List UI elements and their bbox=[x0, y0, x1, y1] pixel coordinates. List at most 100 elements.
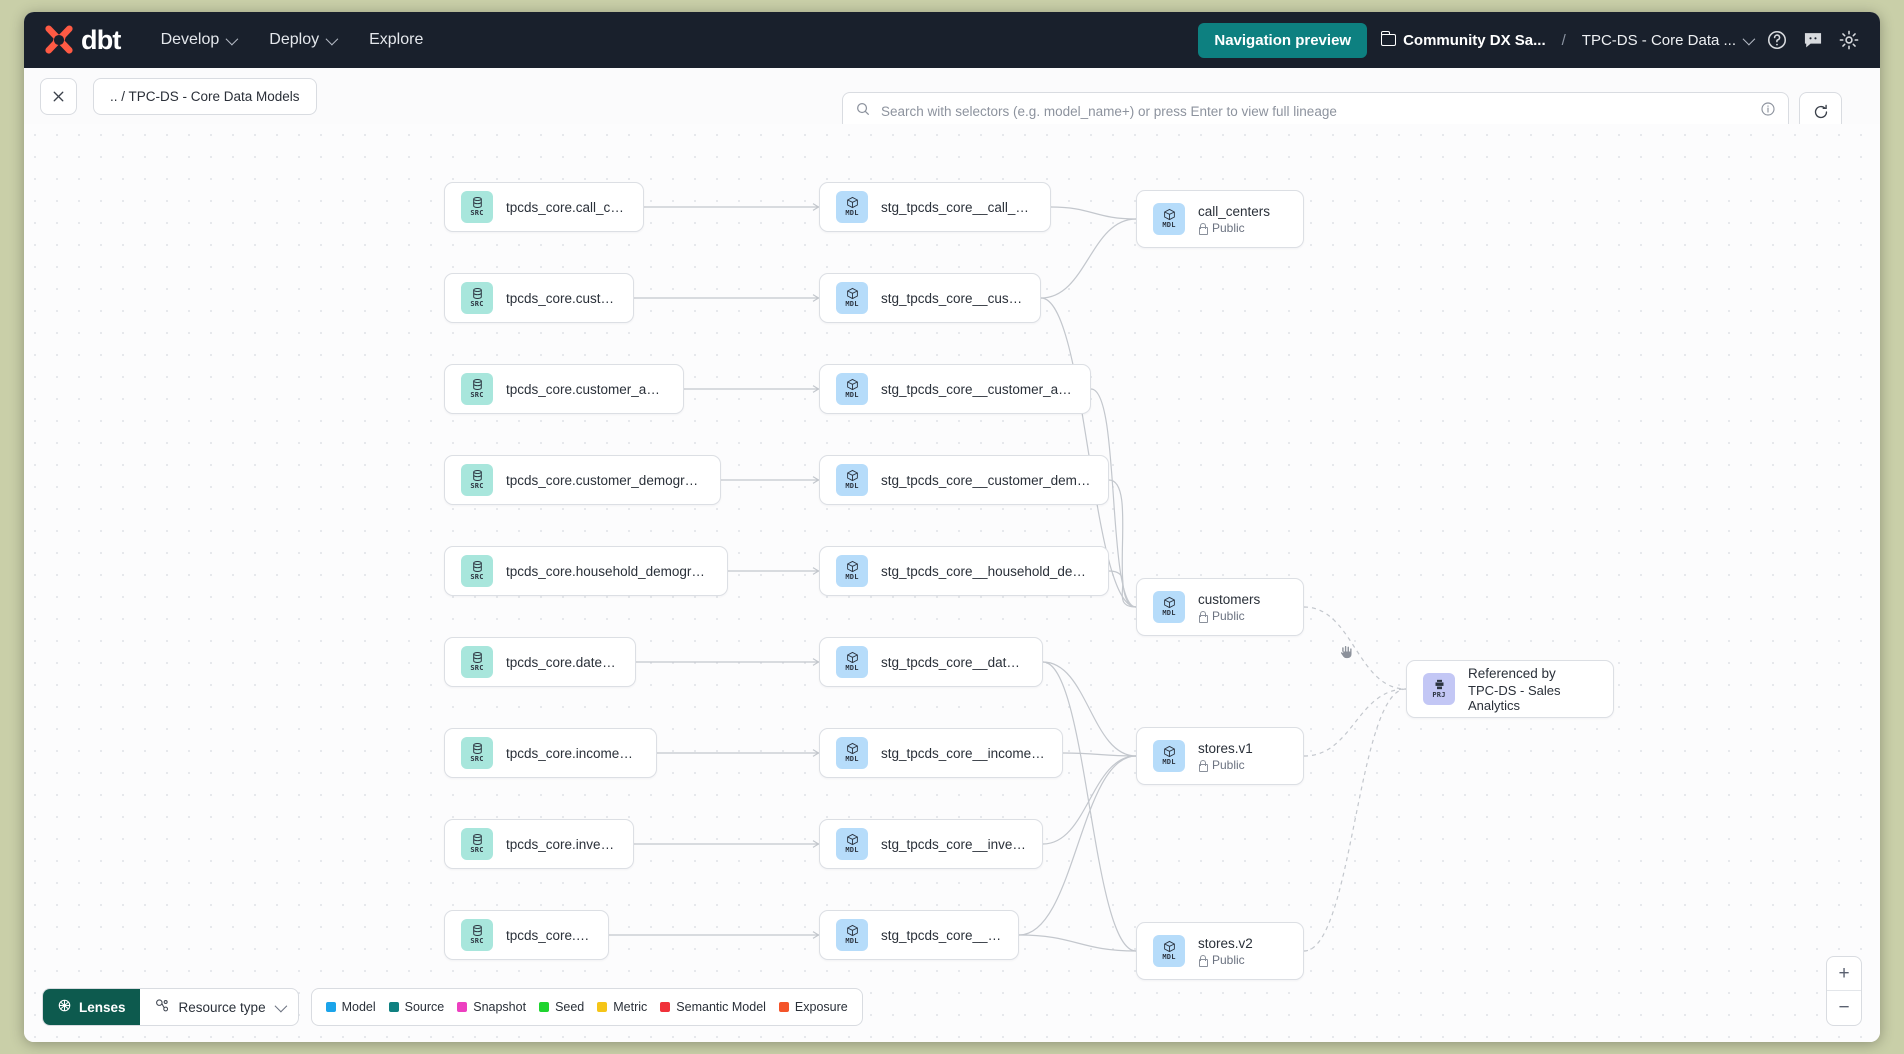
breadcrumb-project-label: TPC-DS - Core Data ... bbox=[1581, 31, 1736, 49]
help-icon[interactable] bbox=[1766, 29, 1788, 51]
nav-item-develop[interactable]: Develop bbox=[161, 31, 239, 49]
lock-icon bbox=[1198, 954, 1208, 967]
legend-label: Source bbox=[404, 1000, 445, 1014]
lineage-node-s9[interactable]: SRC tpcds_core.store bbox=[444, 910, 609, 960]
gear-icon[interactable] bbox=[1838, 29, 1860, 51]
search-icon bbox=[855, 101, 871, 122]
edge-arrowhead bbox=[812, 385, 820, 393]
node-title: tpcds_core.date_dim bbox=[506, 654, 619, 670]
legend-swatch bbox=[457, 1002, 468, 1012]
node-subtitle: Public bbox=[1198, 221, 1270, 235]
node-access-label: Public bbox=[1212, 220, 1245, 235]
lock-icon bbox=[1198, 759, 1208, 772]
node-title: tpcds_core.household_demographics bbox=[506, 563, 711, 579]
edge-arrowhead bbox=[812, 840, 820, 848]
lineage-node-s1[interactable]: SRC tpcds_core.call_center bbox=[444, 182, 644, 232]
nav-item-deploy[interactable]: Deploy bbox=[269, 31, 339, 49]
node-labels: stg_tpcds_core__customer_demogra... bbox=[881, 473, 1092, 488]
node-title: tpcds_core.customer_demographics bbox=[506, 472, 704, 488]
node-title: tpcds_core.income_band bbox=[506, 745, 640, 761]
node-labels: tpcds_core.household_demographics bbox=[506, 564, 711, 579]
src-badge-icon: SRC bbox=[461, 555, 493, 587]
node-title: stores.v2 bbox=[1198, 935, 1253, 951]
lineage-breadcrumb-button[interactable]: .. / TPC-DS - Core Data Models bbox=[93, 77, 317, 115]
dbt-logo[interactable]: dbt bbox=[44, 25, 121, 56]
node-title: stg_tpcds_core__income_band bbox=[881, 745, 1046, 761]
node-access-label: Public bbox=[1212, 608, 1245, 623]
node-title: stg_tpcds_core__call_center bbox=[881, 199, 1034, 215]
legend-item: Model bbox=[325, 1000, 376, 1014]
node-labels: tpcds_core.inventory bbox=[506, 837, 617, 852]
legend-label: Exposure bbox=[794, 1000, 848, 1014]
src-badge-icon: SRC bbox=[461, 191, 493, 223]
mdl-badge-icon: MDL bbox=[836, 919, 868, 951]
node-title: tpcds_core.store bbox=[506, 927, 592, 943]
lineage-node-m6[interactable]: MDL stg_tpcds_core__date_dim bbox=[819, 637, 1043, 687]
legend-swatch bbox=[597, 1002, 608, 1012]
node-labels: tpcds_core.call_center bbox=[506, 200, 627, 215]
legend-item: Metric bbox=[597, 1000, 647, 1014]
breadcrumb-project[interactable]: TPC-DS - Core Data ... bbox=[1581, 31, 1756, 49]
lineage-node-m4[interactable]: MDL stg_tpcds_core__customer_demogra... bbox=[819, 455, 1109, 505]
lineage-canvas[interactable]: SRCtpcds_core.call_centerSRCtpcds_core.c… bbox=[24, 124, 1880, 1042]
zoom-in-button[interactable]: + bbox=[1827, 957, 1861, 991]
src-badge-icon: SRC bbox=[461, 919, 493, 951]
feedback-icon[interactable] bbox=[1802, 29, 1824, 51]
zoom-out-button[interactable]: − bbox=[1838, 997, 1850, 1018]
close-lineage-button[interactable] bbox=[40, 77, 77, 115]
mdl-badge-icon: MDL bbox=[1153, 935, 1185, 967]
lineage-node-s5[interactable]: SRC tpcds_core.household_demographics bbox=[444, 546, 728, 596]
legend-item: Snapshot bbox=[457, 1000, 526, 1014]
mdl-badge-icon: MDL bbox=[836, 646, 868, 678]
lenses-button[interactable]: Lenses bbox=[43, 989, 140, 1025]
node-title: stores.v1 bbox=[1198, 740, 1253, 756]
lenses-group: Lenses Resource type bbox=[42, 988, 299, 1026]
mdl-badge-icon: MDL bbox=[836, 464, 868, 496]
navigation-preview-button[interactable]: Navigation preview bbox=[1198, 22, 1368, 58]
resource-type-dropdown[interactable]: Resource type bbox=[140, 989, 298, 1025]
node-subtitle: TPC-DS - Sales Analytics bbox=[1468, 682, 1561, 713]
resource-type-label: Resource type bbox=[178, 999, 266, 1015]
legend-label: Seed bbox=[555, 1000, 585, 1014]
node-title: stg_tpcds_core__customer bbox=[881, 290, 1024, 306]
legend-label: Model bbox=[341, 1000, 376, 1014]
node-subtitle: Public bbox=[1198, 953, 1253, 967]
mdl-badge-icon: MDL bbox=[1153, 203, 1185, 235]
breadcrumb-account[interactable]: Community DX Sa... bbox=[1380, 31, 1546, 49]
node-title: Referenced by bbox=[1468, 665, 1556, 681]
edge-arrowhead bbox=[812, 749, 820, 757]
chevron-down-icon bbox=[274, 999, 287, 1012]
node-labels: stg_tpcds_core__call_center bbox=[881, 200, 1034, 215]
edge-arrowhead bbox=[812, 658, 820, 666]
info-icon[interactable] bbox=[1760, 101, 1776, 122]
zoom-controls: + − bbox=[1826, 956, 1862, 1026]
search-input[interactable] bbox=[881, 104, 1750, 119]
node-labels: stg_tpcds_core__date_dim bbox=[881, 655, 1026, 670]
legend-item: Exposure bbox=[778, 1000, 848, 1014]
node-labels: tpcds_core.income_band bbox=[506, 746, 640, 761]
node-title: tpcds_core.inventory bbox=[506, 836, 617, 852]
nav-item-explore[interactable]: Explore bbox=[369, 31, 423, 49]
